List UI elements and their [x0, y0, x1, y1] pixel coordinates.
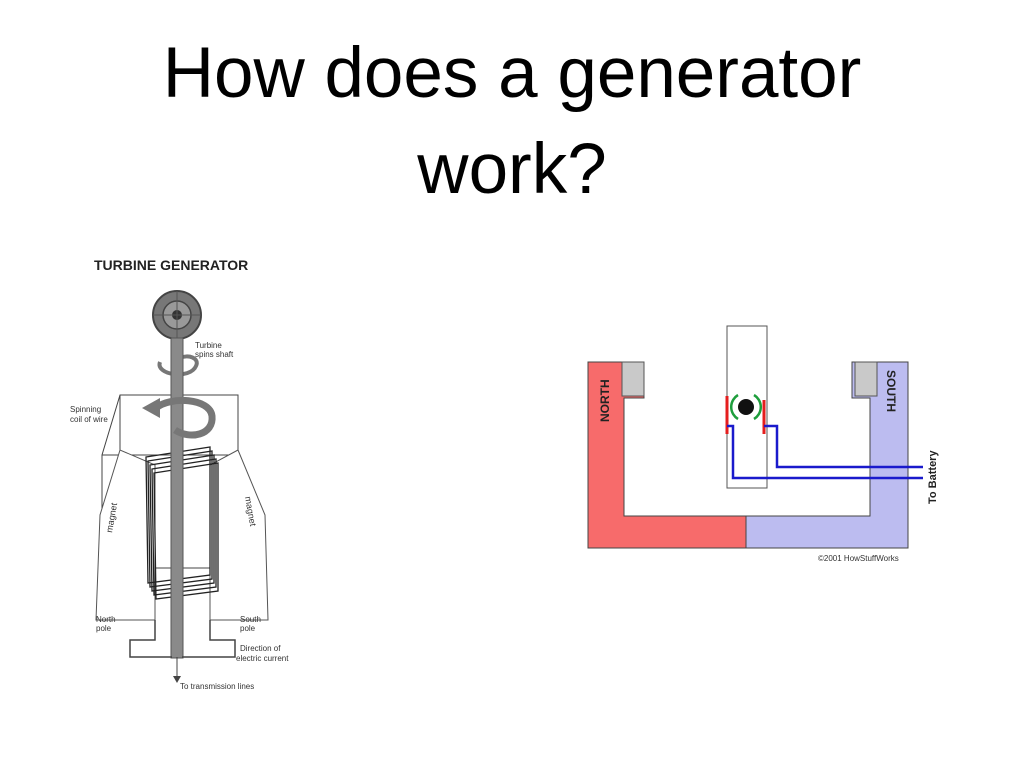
label-transmission-lines: To transmission lines: [180, 682, 254, 691]
rotation-arrow-icon: [153, 396, 216, 439]
magnet-coil-diagram: NORTH SOUTH To Battery ©2001 HowStuffWor…: [587, 325, 939, 563]
rotation-arrowhead-icon: [142, 398, 160, 418]
field-arc-right: [753, 393, 763, 421]
label-current-1: Direction of: [240, 644, 281, 653]
title-line-1: How does a generator: [162, 34, 862, 113]
wire-upper: [764, 424, 923, 469]
magnet-right: magnet: [209, 449, 269, 621]
magnet-left: magnet: [95, 449, 156, 621]
title-line-2: work?: [417, 130, 607, 209]
label-north-1: North: [96, 615, 116, 624]
label-south: SOUTH: [884, 370, 898, 412]
slide-title: How does a generator work?: [0, 26, 1024, 218]
turbine-icon: [152, 290, 202, 340]
label-coil-2: coil of wire: [70, 415, 108, 424]
shaft: [170, 337, 184, 659]
turbine-generator-diagram: TURBINE GENERATOR Turbine spins shaft Sp…: [70, 257, 289, 691]
label-turbine-1: Turbine: [195, 341, 222, 350]
label-south-2: pole: [240, 624, 256, 633]
copyright: ©2001 HowStuffWorks: [818, 554, 899, 563]
label-south-1: South: [240, 615, 261, 624]
rotation-arrow-top-icon: [157, 354, 199, 377]
label-north: NORTH: [598, 379, 612, 422]
wire-coil: [145, 446, 219, 600]
label-current-2: electric current: [236, 654, 289, 663]
south-pole-magnet: [745, 361, 909, 549]
wire-lower: [727, 424, 923, 480]
north-pole-cap: [621, 361, 645, 397]
turbine-heading: TURBINE GENERATOR: [94, 257, 248, 273]
south-pole-cap: [854, 361, 878, 397]
output-rails: [129, 620, 236, 658]
label-turbine-2: spins shaft: [195, 350, 234, 359]
coil-conductor-icon: [738, 399, 754, 415]
label-coil-1: Spinning: [70, 405, 101, 414]
label-battery: To Battery: [927, 450, 939, 504]
label-north-2: pole: [96, 624, 112, 633]
transmission-arrowhead-icon: [173, 676, 181, 683]
field-arc-left: [729, 393, 739, 421]
